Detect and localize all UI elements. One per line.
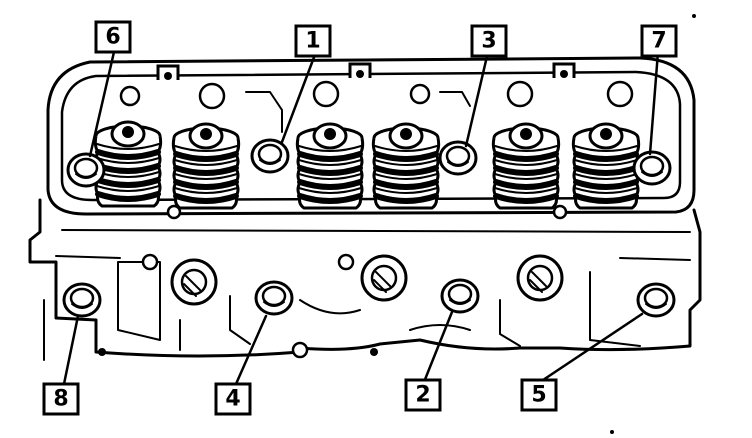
head-bolt-1 [250, 138, 290, 174]
callout-3: 3 [470, 24, 508, 58]
callout-8: 8 [42, 382, 80, 416]
callout-label: 4 [225, 387, 240, 412]
callout-label: 7 [651, 29, 666, 54]
callout-label: 2 [415, 383, 430, 408]
rocker-stud [348, 62, 372, 80]
callout-4: 4 [214, 382, 252, 416]
valve-spring [297, 124, 362, 208]
head-bolt-7 [632, 150, 672, 186]
spark-plug-boss [516, 254, 564, 302]
valve-spring [173, 124, 238, 208]
spark-plug-boss [170, 258, 218, 306]
head-bolt-3 [438, 140, 478, 176]
valve-spring [373, 124, 438, 208]
callout-label: 5 [531, 383, 546, 408]
callout-5: 5 [520, 378, 558, 412]
valve-spring [95, 122, 160, 206]
callout-label: 1 [305, 29, 320, 54]
callout-label: 3 [481, 29, 496, 54]
rocker-stud [156, 64, 180, 82]
callout-7: 7 [640, 24, 678, 58]
valve-spring [493, 124, 558, 208]
head-bolt-5 [636, 282, 676, 318]
spark-plug-boss [360, 254, 408, 302]
rocker-stud [552, 62, 576, 80]
head-bolt-8 [62, 282, 102, 318]
head-bolt-2 [440, 278, 480, 314]
callout-6: 6 [94, 20, 132, 54]
callout-label: 8 [53, 387, 68, 412]
callout-1: 1 [294, 24, 332, 58]
head-bolt-6 [66, 152, 106, 188]
leader-lines [62, 50, 660, 386]
callout-2: 2 [404, 378, 442, 412]
callout-label: 6 [105, 25, 120, 50]
head-bolt-4 [254, 280, 294, 316]
valve-spring [573, 124, 638, 208]
